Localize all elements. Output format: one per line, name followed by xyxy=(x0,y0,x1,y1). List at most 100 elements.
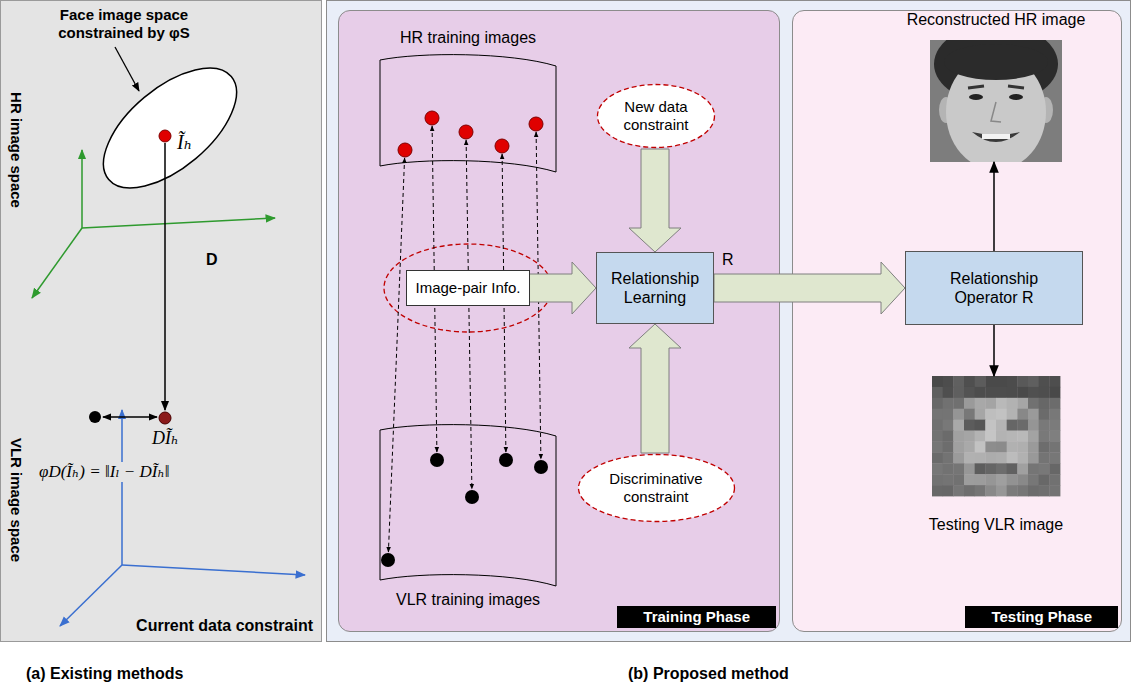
mosaic-pixel xyxy=(943,420,954,431)
mosaic-pixel xyxy=(1039,387,1050,398)
mosaic-pixel xyxy=(1007,398,1018,409)
mosaic-pixel xyxy=(932,431,943,442)
mosaic-pixel xyxy=(1017,485,1028,496)
mosaic-pixel xyxy=(985,420,996,431)
mosaic-pixel xyxy=(943,485,954,496)
eyebrow xyxy=(968,86,984,88)
mosaic-pixel xyxy=(1049,376,1060,387)
mosaic-pixel xyxy=(1049,452,1060,463)
mosaic-pixel xyxy=(943,431,954,442)
subfigure-caption: (a) Existing methods xyxy=(26,664,183,683)
mosaic-pixel xyxy=(1017,474,1028,485)
mosaic-pixel xyxy=(996,485,1007,496)
mosaic-pixel xyxy=(932,485,943,496)
mosaic-pixel xyxy=(964,463,975,474)
vlr-sample xyxy=(499,453,513,467)
mosaic-pixel xyxy=(1028,376,1039,387)
mosaic-pixel xyxy=(932,398,943,409)
mosaic-pixel xyxy=(1039,431,1050,442)
mosaic-pixel xyxy=(1007,463,1018,474)
mosaic-pixel xyxy=(953,398,964,409)
node-text: Image-pair Info. xyxy=(415,279,520,297)
mosaic-pixel xyxy=(996,452,1007,463)
mosaic-pixel xyxy=(1039,452,1050,463)
mosaic-pixel xyxy=(1028,387,1039,398)
dashed-ellipse xyxy=(578,455,734,522)
mosaic-pixel xyxy=(1017,409,1028,420)
mosaic-pixel xyxy=(932,409,943,420)
degradation-arrow xyxy=(164,143,166,410)
mosaic-pixel xyxy=(1049,474,1060,485)
mosaic-pixel xyxy=(1049,431,1060,442)
vlr-sample xyxy=(465,490,479,504)
hr-sample xyxy=(398,143,412,157)
mosaic-pixel xyxy=(953,431,964,442)
mosaic-pixel xyxy=(1049,409,1060,420)
vlr-sample xyxy=(381,553,395,567)
mosaic-pixel xyxy=(1039,463,1050,474)
teeth xyxy=(982,134,1010,139)
mosaic-pixel xyxy=(1028,474,1039,485)
dashed-ellipse xyxy=(598,85,715,148)
flow-arrow xyxy=(993,162,995,251)
mosaic-pixel xyxy=(1007,420,1018,431)
mosaic-pixel xyxy=(1039,485,1050,496)
mosaic-pixel xyxy=(1049,387,1060,398)
mosaic-pixel xyxy=(975,398,986,409)
mosaic-pixel xyxy=(1049,420,1060,431)
mosaic-pixel xyxy=(1007,387,1018,398)
edge-label: R xyxy=(722,250,734,269)
mosaic-pixel xyxy=(996,420,1007,431)
mosaic-pixel xyxy=(975,376,986,387)
mosaic-pixel xyxy=(975,431,986,442)
mosaic-pixel xyxy=(975,452,986,463)
mosaic-pixel xyxy=(1039,474,1050,485)
mosaic-pixel xyxy=(964,398,975,409)
mosaic-pixel xyxy=(996,431,1007,442)
hr-sample xyxy=(425,111,439,125)
mosaic-pixel xyxy=(964,409,975,420)
mosaic-pixel xyxy=(1028,431,1039,442)
hr-sample xyxy=(495,139,509,153)
mosaic-pixel xyxy=(943,441,954,452)
mosaic-pixel xyxy=(996,387,1007,398)
mosaic-pixel xyxy=(1007,409,1018,420)
image-node: Reconstructed HR image xyxy=(901,8,1091,162)
mosaic-pixel xyxy=(953,452,964,463)
mosaic-pixel xyxy=(975,387,986,398)
mosaic-pixel xyxy=(953,441,964,452)
constraint-ellipse: New data constraint xyxy=(596,83,716,149)
mosaic-pixel xyxy=(996,409,1007,420)
mosaic-pixel xyxy=(964,387,975,398)
mosaic-pixel xyxy=(1017,463,1028,474)
distance-arrow xyxy=(103,416,157,417)
mosaic-pixel xyxy=(1017,431,1028,442)
mosaic-pixel xyxy=(1028,398,1039,409)
mosaic-pixel xyxy=(932,452,943,463)
mosaic-pixel xyxy=(1028,463,1039,474)
mosaic-pixel xyxy=(953,376,964,387)
node-text: New data constraint xyxy=(616,98,696,134)
eye xyxy=(969,94,983,100)
mosaic-pixel xyxy=(943,409,954,420)
mosaic-pixel xyxy=(1017,420,1028,431)
vlr-sample xyxy=(534,460,548,474)
mosaic-pixel xyxy=(964,485,975,496)
process-box: Image-pair Info. xyxy=(406,270,529,306)
mosaic-pixel xyxy=(975,409,986,420)
mosaic-pixel xyxy=(975,485,986,496)
mosaic-pixel xyxy=(1017,441,1028,452)
hr-sample xyxy=(459,125,473,139)
node-text: Discriminative constraint xyxy=(601,470,711,506)
mosaic-pixel xyxy=(943,463,954,474)
mosaic-pixel xyxy=(996,376,1007,387)
process-box: Relationship Learning xyxy=(596,252,714,324)
set-label: HR training images xyxy=(400,28,536,47)
mosaic-pixel xyxy=(964,431,975,442)
math-symbol: Ĩₕ xyxy=(177,130,192,154)
mosaic-pixel xyxy=(1049,398,1060,409)
constraint-ellipse: Discriminative constraint xyxy=(577,453,736,523)
axis-line xyxy=(81,150,83,228)
vlr-point xyxy=(89,411,101,423)
